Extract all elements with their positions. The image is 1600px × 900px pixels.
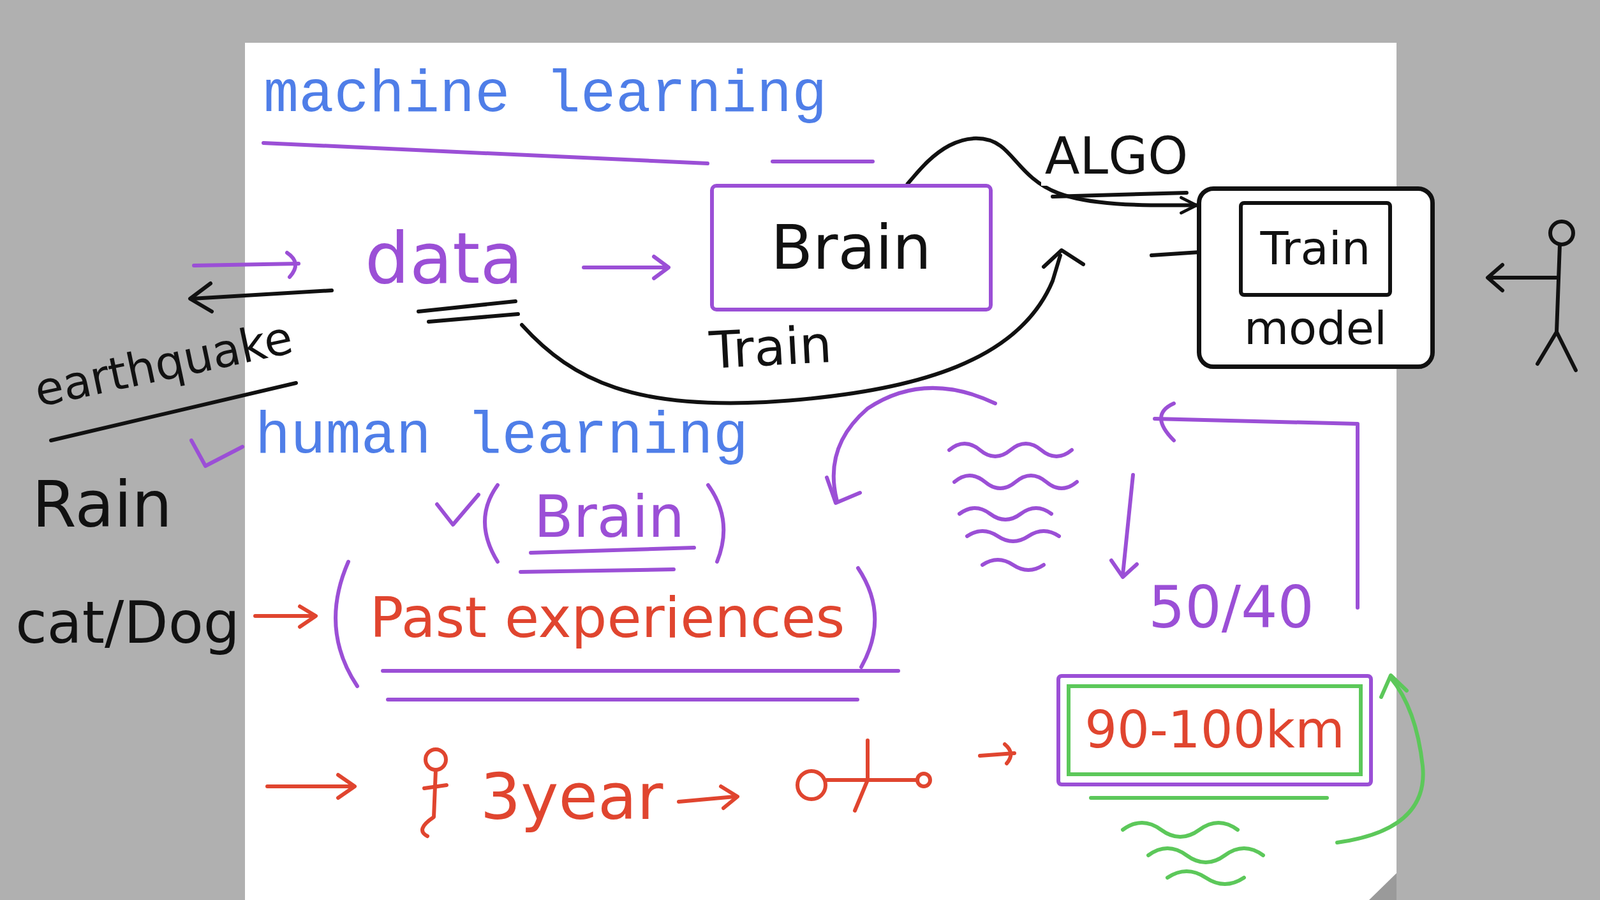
purple-strokes — [1122, 474, 1134, 575]
handwritten-label: 3year — [480, 759, 664, 834]
purple-strokes — [387, 697, 858, 702]
purple-strokes — [708, 484, 724, 562]
black-strokes — [191, 290, 332, 299]
box-text: model — [1244, 301, 1387, 355]
handwritten-label: data — [364, 218, 524, 300]
red-strokes — [338, 774, 355, 798]
green-strokes — [1167, 870, 1245, 884]
handwritten-label: Rain — [31, 467, 173, 541]
handwritten-label: 50/40 — [1148, 574, 1314, 641]
handwritten-label: Brain — [533, 483, 685, 550]
black-strokes — [428, 313, 519, 322]
red-strokes — [422, 769, 436, 836]
brain-box: Brain — [710, 183, 993, 312]
purple-strokes — [967, 530, 1060, 541]
handwritten-label: earthquake — [29, 310, 297, 417]
purple-strokes — [382, 668, 899, 673]
purple-strokes — [287, 252, 296, 277]
heading: machine learning — [263, 61, 827, 130]
red-strokes — [854, 740, 868, 811]
black-strokes — [1550, 221, 1574, 245]
purple-strokes — [826, 477, 860, 503]
purple-strokes — [959, 507, 1052, 520]
train-box: Train — [1238, 200, 1393, 297]
box-text: 90-100km — [1084, 700, 1345, 760]
purple-strokes — [982, 559, 1044, 570]
black-strokes — [1043, 250, 1084, 267]
heading: human learning — [255, 403, 749, 471]
red-strokes — [424, 784, 447, 788]
box-text: Brain — [770, 212, 932, 283]
purple-strokes — [583, 265, 667, 270]
green-strokes — [1122, 822, 1238, 837]
purple-strokes — [335, 561, 358, 686]
black-strokes — [1487, 264, 1503, 291]
model-box: Train model — [1196, 186, 1435, 370]
purple-strokes — [858, 567, 875, 667]
purple-strokes — [954, 475, 1077, 489]
purple-strokes — [193, 263, 299, 266]
black-strokes — [1489, 275, 1557, 280]
red-strokes — [299, 606, 316, 627]
green-strokes — [1148, 847, 1264, 862]
purple-strokes — [1111, 560, 1137, 577]
handwritten-label: Train — [708, 315, 834, 381]
red-strokes — [678, 796, 735, 802]
purple-strokes — [1161, 403, 1174, 441]
red-strokes — [826, 777, 917, 782]
purple-strokes — [949, 443, 1072, 457]
box-text: Train — [1260, 222, 1371, 275]
page-ground — [244, 42, 1397, 900]
green-strokes — [1381, 674, 1407, 697]
red-strokes — [917, 773, 931, 786]
red-strokes — [720, 785, 738, 808]
red-strokes — [425, 748, 446, 770]
green-strokes — [1090, 795, 1327, 800]
purple-strokes — [437, 494, 479, 525]
black-strokes — [1556, 244, 1560, 332]
purple-strokes — [191, 142, 1358, 700]
distance-box: 90-100km — [1056, 673, 1373, 786]
purple-strokes — [191, 440, 243, 466]
purple-strokes — [653, 256, 669, 279]
red-strokes — [255, 613, 313, 618]
red-strokes — [267, 784, 353, 788]
red-strokes — [1004, 743, 1011, 763]
black-strokes — [418, 301, 516, 312]
purple-strokes — [263, 142, 708, 164]
purple-strokes — [772, 159, 873, 164]
edge-label: ALGO — [1041, 126, 1192, 186]
black-strokes — [190, 283, 212, 312]
handwritten-label: cat/Dog — [15, 589, 240, 656]
purple-strokes — [520, 569, 674, 572]
black-strokes — [1537, 331, 1576, 371]
handwritten-label: Past experiences — [370, 585, 846, 650]
page-ground — [1369, 872, 1397, 900]
purple-strokes — [484, 484, 498, 562]
red-strokes — [797, 770, 826, 799]
